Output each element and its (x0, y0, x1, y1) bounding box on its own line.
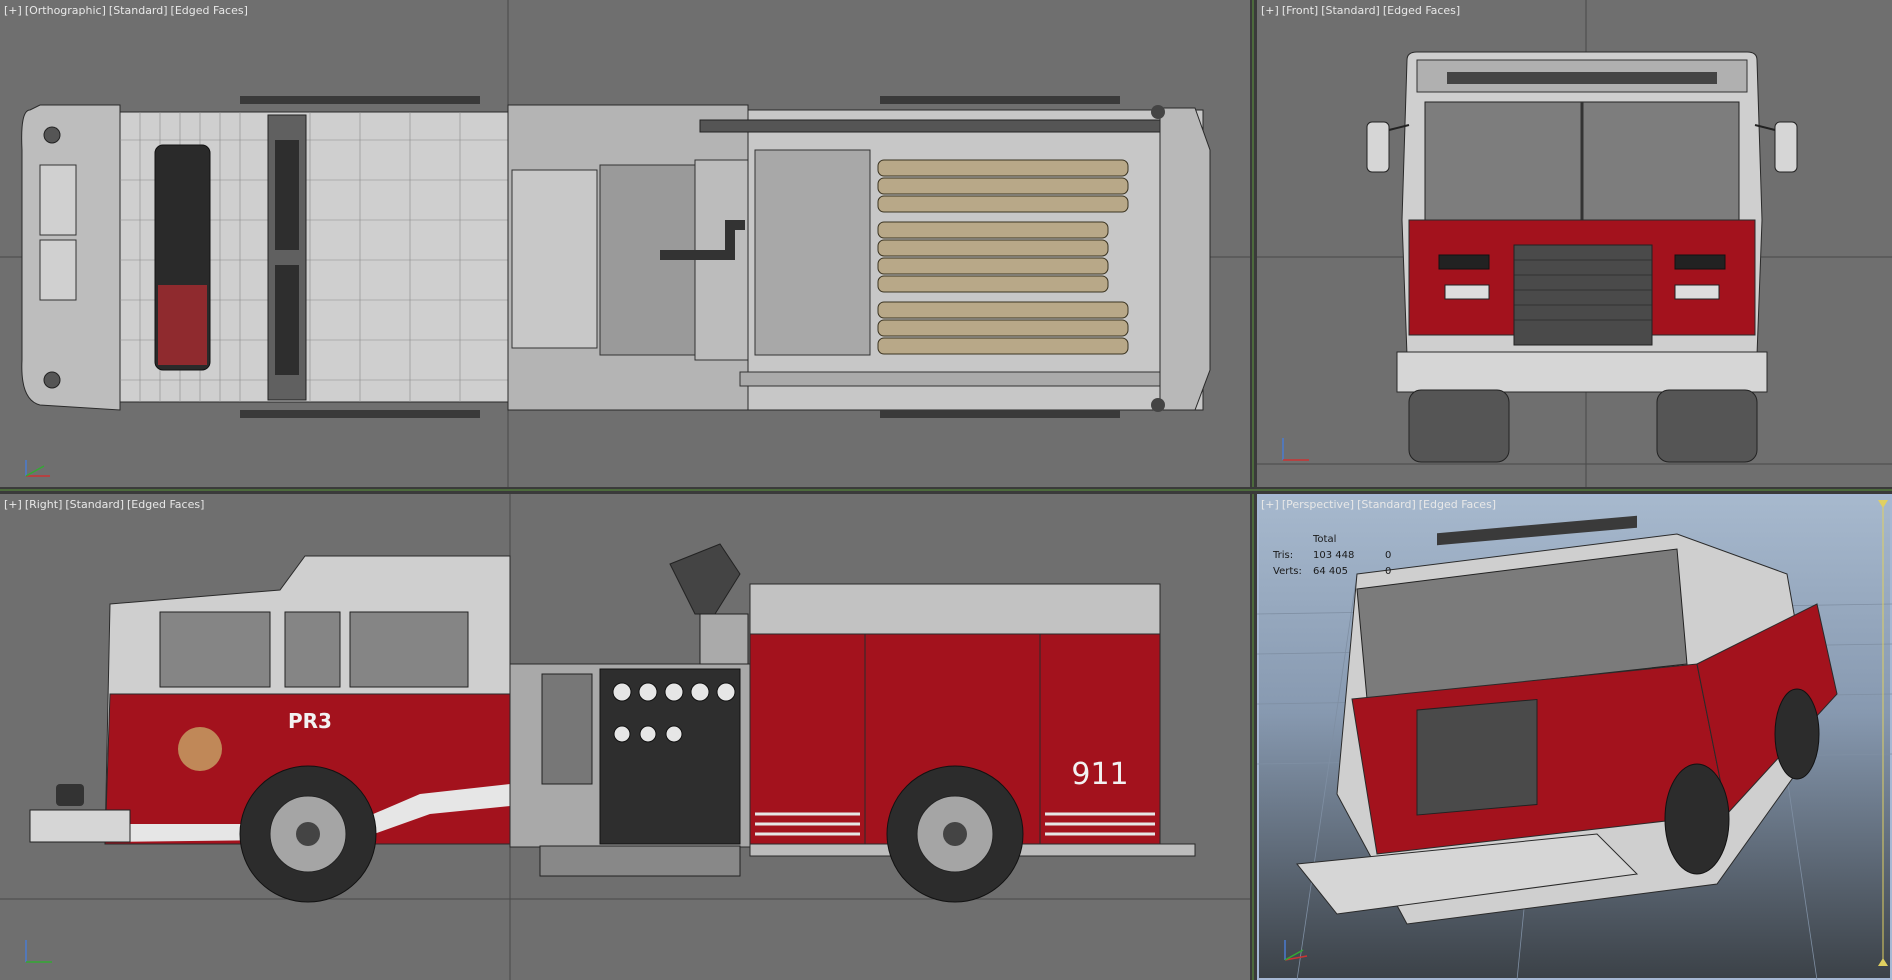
statistics-overlay: Total Tris: 103 448 0 Verts: 64 405 0 (1273, 531, 1405, 579)
viewport-menu-plus[interactable]: [+] (4, 4, 22, 17)
viewport-display-menu[interactable]: [Edged Faces] (127, 498, 205, 511)
viewport-view-menu[interactable]: [Right] (24, 498, 63, 511)
viewport-label-front[interactable]: [+][Front][Standard][Edged Faces] (1261, 4, 1463, 17)
axis-gizmo-front (1282, 438, 1309, 461)
viewport-display-menu[interactable]: [Edged Faces] (170, 4, 248, 17)
viewport-front[interactable]: [+][Front][Standard][Edged Faces] (1257, 0, 1892, 487)
viewport-shading-menu[interactable]: [Standard] (1357, 498, 1416, 511)
viewport-slider-icon[interactable] (1876, 498, 1890, 968)
stats-selected: 0 (1385, 549, 1392, 561)
viewport-menu-plus[interactable]: [+] (1261, 4, 1279, 17)
stats-row-verts: Verts: 64 405 0 (1273, 563, 1405, 579)
viewport-shading-menu[interactable]: [Standard] (65, 498, 125, 511)
viewport-shading-menu[interactable]: [Standard] (108, 4, 168, 17)
viewport-shading-menu[interactable]: [Standard] (1321, 4, 1380, 17)
axis-gizmo-top (25, 460, 50, 477)
viewport-view-menu[interactable]: [Front] (1281, 4, 1319, 17)
viewport-display-menu[interactable]: [Edged Faces] (1418, 498, 1497, 511)
axis-gizmo-right (25, 940, 52, 963)
truck-side-view: PR3 911 (0, 494, 1250, 980)
stats-total: 103 448 (1313, 549, 1355, 561)
stats-label: Verts: (1273, 565, 1302, 577)
viewport-label-perspective[interactable]: [+][Perspective][Standard][Edged Faces] (1261, 498, 1499, 511)
viewport-label-top[interactable]: [+][Orthographic][Standard][Edged Faces] (4, 4, 251, 17)
viewport-view-menu[interactable]: [Orthographic] (24, 4, 106, 17)
stats-selected: 0 (1385, 565, 1392, 577)
stats-label: Tris: (1273, 549, 1294, 561)
truck-number-text: 911 (1071, 757, 1128, 792)
stats-row-tris: Tris: 103 448 0 (1273, 547, 1405, 563)
truck-perspective-view (1257, 515, 1892, 980)
viewport-display-menu[interactable]: [Edged Faces] (1382, 4, 1461, 17)
viewport-menu-plus[interactable]: [+] (1261, 498, 1279, 511)
truck-front-view (1257, 0, 1892, 487)
unit-number-text: PR3 (288, 709, 332, 733)
viewport-view-menu[interactable]: [Perspective] (1281, 498, 1355, 511)
viewport-menu-plus[interactable]: [+] (4, 498, 22, 511)
viewport-label-right[interactable]: [+][Right][Standard][Edged Faces] (4, 498, 207, 511)
axis-gizmo-perspective (1284, 940, 1308, 961)
stats-total: 64 405 (1313, 565, 1348, 577)
viewport-perspective[interactable]: [+][Perspective][Standard][Edged Faces] … (1257, 494, 1892, 980)
stats-header: Total (1313, 533, 1337, 545)
viewport-divider-horizontal[interactable] (0, 487, 1892, 494)
truck-top-view (0, 0, 1250, 487)
viewport-right[interactable]: [+][Right][Standard][Edged Faces] PR3 (0, 494, 1250, 980)
viewport-top[interactable]: [+][Orthographic][Standard][Edged Faces] (0, 0, 1250, 488)
